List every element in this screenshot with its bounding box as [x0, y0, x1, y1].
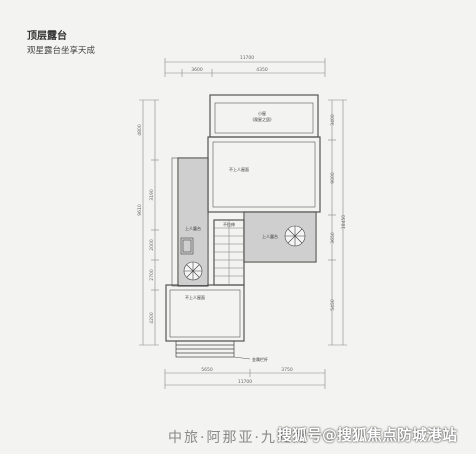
dim-left-5: 2700 — [149, 269, 155, 281]
building-walls — [165, 94, 321, 342]
dim-top-total: 11700 — [240, 55, 254, 61]
label-left-terrace: 上人露台 — [185, 225, 201, 231]
stair-treads — [214, 220, 244, 285]
dim-top-left: 3600 — [191, 67, 203, 73]
page-title: 顶层露台 — [27, 31, 67, 42]
dim-right-2: 9000 — [330, 172, 336, 184]
dim-right-total: 18450 — [341, 215, 347, 229]
label-main-terrace: 不上人屋面 — [229, 166, 249, 172]
label-bottom-note: 金属栏杆 — [252, 356, 268, 362]
dim-right-3: 3650 — [330, 232, 336, 244]
watermark: 搜狐号@搜狐焦点防城港站 — [277, 426, 458, 444]
page-subtitle: 观星露台坐享天成 — [27, 46, 96, 56]
dim-bottom-left: 5650 — [201, 367, 213, 373]
sofa-icon — [180, 237, 194, 255]
right-dimensions — [328, 99, 347, 346]
dim-left-2: 9610 — [137, 204, 143, 216]
dim-left-3: 3190 — [149, 189, 155, 201]
label-top-room-note: (观星之居) — [252, 116, 272, 122]
label-top-room: 小屋 — [258, 110, 266, 116]
dim-left-6: 4200 — [149, 312, 155, 324]
top-dimensions — [164, 58, 326, 77]
left-dimensions — [139, 99, 159, 346]
dim-top-right: 4350 — [256, 67, 268, 73]
railing-leader — [233, 356, 251, 360]
umbrella-icon — [183, 261, 203, 281]
label-stair: 不拉伸 — [223, 221, 235, 227]
dim-bottom-total: 11700 — [238, 379, 252, 385]
label-bottom-terrace: 不上人屋面 — [185, 294, 205, 300]
dim-right-1: 3400 — [330, 114, 336, 126]
dim-right-4: 5450 — [330, 299, 336, 311]
dim-left-4: 2000 — [149, 239, 155, 251]
umbrella-icon — [284, 225, 306, 247]
footer-brand: 中旅·阿那亚·九龙湖 — [168, 430, 309, 446]
dim-left-1: 4800 — [137, 124, 143, 136]
metal-railing — [175, 340, 235, 358]
bottom-dimensions — [164, 369, 326, 389]
dim-bottom-right: 3750 — [281, 367, 293, 373]
label-right-terrace: 上人露台 — [262, 233, 278, 239]
